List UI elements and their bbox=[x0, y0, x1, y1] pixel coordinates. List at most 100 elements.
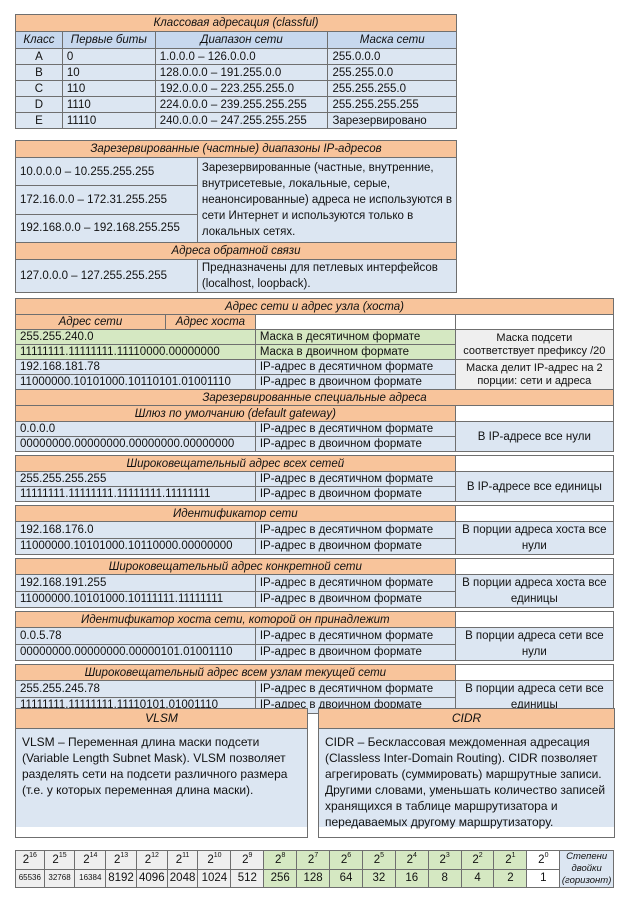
power-exponent: 27 bbox=[296, 850, 331, 870]
power-value: 16384 bbox=[74, 868, 107, 888]
special-bin-label: IP-адрес в двоичном формате bbox=[254, 643, 456, 661]
power-value: 32 bbox=[361, 868, 396, 888]
loopback-title: Адреса обратной связи bbox=[15, 242, 457, 260]
bits-cell: 0 bbox=[61, 48, 156, 65]
table-row: C 110 192.0.0.0 – 223.255.255.0 255.255.… bbox=[15, 80, 457, 97]
power-exponent: 22 bbox=[460, 850, 495, 870]
range-cell: 128.0.0.0 – 191.255.0.0 bbox=[154, 64, 329, 81]
special-bin-value: 11000000.10101000.10111111.11111111 bbox=[15, 590, 256, 608]
special-note: В IP-адресе все единицы bbox=[454, 471, 615, 502]
classful-header-bits: Первые биты bbox=[61, 31, 156, 49]
power-exponent: 210 bbox=[197, 850, 232, 870]
power-value: 2 bbox=[493, 868, 528, 888]
table-row: 192.168.176.0 IP-адрес в десятичном форм… bbox=[15, 521, 615, 555]
vlsm-title: VLSM bbox=[16, 709, 307, 729]
power-exponent: 216 bbox=[15, 850, 45, 870]
special-dec-value: 0.0.5.78 bbox=[15, 627, 256, 645]
special-dec-label: IP-адрес в десятичном формате bbox=[254, 574, 456, 592]
classful-header-class: Класс bbox=[15, 31, 63, 49]
table-row: B 10 128.0.0.0 – 191.255.0.0 255.255.0.0 bbox=[15, 64, 457, 81]
net-host-title: Адрес сети и адрес узла (хоста) bbox=[15, 298, 614, 315]
ip-bin-value: 11000000.10101000.10110101.01001110 bbox=[15, 374, 256, 390]
powers-caption: Степени двойки (горизонт) bbox=[559, 850, 614, 888]
power-exponent: 26 bbox=[329, 850, 363, 870]
power-value: 1024 bbox=[197, 868, 232, 888]
table-row: 255.255.245.78 IP-адрес в десятичном фор… bbox=[15, 680, 615, 714]
table-row: 11111111.11111111.11111111.11111111 IP-а… bbox=[15, 486, 614, 502]
bits-cell: 1110 bbox=[61, 96, 156, 113]
power-value: 128 bbox=[296, 868, 331, 888]
power-exponent: 214 bbox=[74, 850, 107, 870]
power-exponent: 21 bbox=[493, 850, 528, 870]
table-row: 192.168.181.78 IP-адрес в десятичном фор… bbox=[15, 359, 615, 390]
special-group-title: Широковещательный адрес всех сетей bbox=[15, 455, 456, 472]
special-bin-label: IP-адрес в двоичном формате bbox=[254, 590, 456, 608]
power-exponent: 25 bbox=[361, 850, 396, 870]
power-exponent: 212 bbox=[135, 850, 168, 870]
special-title: Зарезервированные специальные адреса bbox=[15, 389, 614, 406]
range-cell: 192.0.0.0 – 223.255.255.0 bbox=[154, 80, 329, 97]
reserved-range-10: 10.0.0.0 – 10.255.255.255 bbox=[15, 156, 198, 187]
table-row: 11111111.11111111.11110000.00000000 Маск… bbox=[15, 344, 614, 360]
special-note: В порции адреса сети все нули bbox=[454, 627, 615, 661]
vlsm-box: VLSM VLSM – Переменная длина маски подсе… bbox=[15, 708, 308, 838]
power-value: 16 bbox=[394, 868, 429, 888]
bits-cell: 10 bbox=[61, 64, 156, 81]
power-exponent: 28 bbox=[263, 850, 298, 870]
special-dec-label: IP-адрес в десятичном формате bbox=[254, 421, 456, 437]
power-value: 4096 bbox=[135, 868, 168, 888]
powers-table: 216 215 214 213 212 211 210 29 28 27 26 … bbox=[15, 850, 614, 888]
reserved-range-192: 192.168.0.0 – 192.168.255.255 bbox=[15, 213, 198, 244]
class-cell: C bbox=[15, 80, 63, 97]
special-dec-value: 192.168.176.0 bbox=[15, 521, 256, 539]
power-exponent: 215 bbox=[43, 850, 76, 870]
classful-header-range: Диапазон сети bbox=[154, 31, 329, 49]
special-table: Адрес сети и адрес узла (хоста) Адрес се… bbox=[15, 298, 615, 714]
reserved-table: Зарезервированные (частные) диапазоны IP… bbox=[15, 140, 458, 293]
class-cell: D bbox=[15, 96, 63, 113]
power-value: 256 bbox=[263, 868, 298, 888]
table-row: 00000000.00000000.00000101.01001110 IP-а… bbox=[15, 643, 614, 661]
power-exponent: 211 bbox=[166, 850, 199, 870]
reserved-range-172: 172.16.0.0 – 172.31.255.255 bbox=[15, 185, 198, 215]
mask-cell: 255.255.255.255 bbox=[327, 96, 457, 113]
table-row: 11000000.10101000.10110000.00000000 IP-а… bbox=[15, 537, 614, 555]
vlsm-text: VLSM – Переменная длина маски подсети (V… bbox=[16, 729, 307, 827]
special-dec-value: 192.168.191.255 bbox=[15, 574, 256, 592]
mask-bin-label: Маска в двоичном формате bbox=[254, 344, 456, 360]
power-value: 32768 bbox=[43, 868, 76, 888]
table-row: 11000000.10101000.10110101.01001110 IP-а… bbox=[15, 374, 614, 390]
mask-cell: Зарезервировано bbox=[327, 112, 457, 129]
bits-cell: 110 bbox=[61, 80, 156, 97]
table-row: 00000000.00000000.00000000.00000000 IP-а… bbox=[15, 436, 614, 452]
class-cell: E bbox=[15, 112, 63, 129]
power-value: 8 bbox=[427, 868, 462, 888]
special-group-title: Шлюз по умолчанию (default gateway) bbox=[15, 405, 456, 422]
special-group-title: Широковещательный адрес конкретной сети bbox=[15, 558, 456, 575]
mask-dec-label: Маска в десятичном формате bbox=[254, 329, 456, 345]
special-dec-value: 0.0.0.0 bbox=[15, 421, 256, 437]
special-bin-label: IP-адрес в двоичном формате bbox=[254, 436, 456, 452]
table-row: 0.0.0.0 IP-адрес в десятичном формате В … bbox=[15, 421, 615, 452]
power-exponent: 23 bbox=[427, 850, 462, 870]
table-row: 255.255.255.255 IP-адрес в десятичном фо… bbox=[15, 471, 615, 502]
classful-header-mask: Маска сети bbox=[327, 31, 457, 49]
special-dec-value: 255.255.255.255 bbox=[15, 471, 256, 487]
mask-cell: 255.0.0.0 bbox=[327, 48, 457, 65]
class-cell: B bbox=[15, 64, 63, 81]
special-dec-label: IP-адрес в десятичном формате bbox=[254, 627, 456, 645]
mask-dec-value: 255.255.240.0 bbox=[15, 329, 256, 345]
power-value: 8192 bbox=[105, 868, 137, 888]
power-value: 1 bbox=[526, 868, 561, 888]
range-cell: 1.0.0.0 – 126.0.0.0 bbox=[154, 48, 329, 65]
table-row: 11000000.10101000.10111111.11111111 IP-а… bbox=[15, 590, 614, 608]
reserved-title: Зарезервированные (частные) диапазоны IP… bbox=[15, 140, 457, 158]
table-row: D 1110 224.0.0.0 – 239.255.255.255 255.2… bbox=[15, 96, 457, 113]
table-row: 255.255.240.0 Маска в десятичном формате… bbox=[15, 329, 615, 360]
class-cell: A bbox=[15, 48, 63, 65]
ip-bin-label: IP-адрес в двоичном формате bbox=[254, 374, 456, 390]
table-row: 192.168.191.255 IP-адрес в десятичном фо… bbox=[15, 574, 615, 608]
power-exponent: 213 bbox=[105, 850, 137, 870]
power-value: 64 bbox=[329, 868, 363, 888]
mask-cell: 255.255.0.0 bbox=[327, 64, 457, 81]
